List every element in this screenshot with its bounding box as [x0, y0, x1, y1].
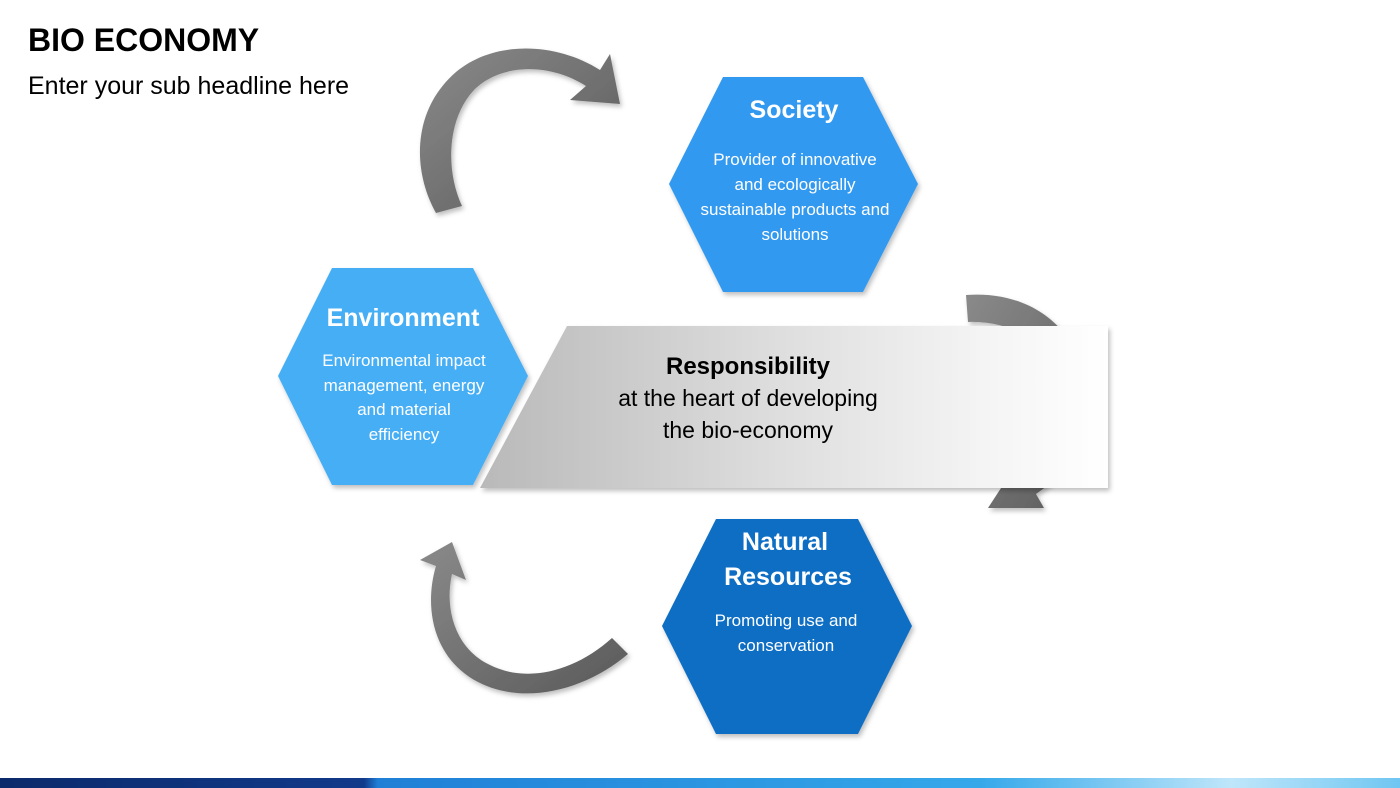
- society-desc-line: and ecologically: [735, 175, 856, 194]
- natural-resources-title-line: Natural: [742, 528, 828, 556]
- curved-arrow-bottom-icon: [420, 542, 628, 694]
- banner-title: Responsibility: [666, 353, 831, 380]
- environment-desc-line: Environmental impact: [322, 351, 486, 370]
- banner-line-2: the bio-economy: [663, 417, 834, 443]
- environment-title: Environment: [327, 304, 480, 332]
- environment-desc-line: efficiency: [369, 425, 440, 444]
- environment-hexagon: [278, 268, 528, 485]
- curved-arrow-top-icon: [419, 48, 620, 213]
- page-title: BIO ECONOMY: [28, 22, 260, 58]
- society-desc-line: Provider of innovative: [713, 150, 876, 169]
- environment-desc-line: management, energy: [324, 376, 485, 395]
- environment-desc-line: and material: [357, 400, 451, 419]
- natural-resources-hexagon: [662, 519, 912, 734]
- natural-resources-desc-line: Promoting use and: [715, 611, 858, 630]
- natural-resources-title-line: Resources: [724, 563, 852, 591]
- society-hexagon: [669, 77, 918, 292]
- footer-accent-bar: [0, 778, 1400, 788]
- page-subtitle: Enter your sub headline here: [28, 72, 350, 100]
- society-desc-line: sustainable products and: [700, 200, 889, 219]
- responsibility-banner: [480, 326, 1108, 488]
- natural-resources-desc-line: conservation: [738, 636, 834, 655]
- society-title: Society: [750, 96, 839, 124]
- banner-line-1: at the heart of developing: [618, 385, 878, 411]
- society-desc-line: solutions: [761, 225, 828, 244]
